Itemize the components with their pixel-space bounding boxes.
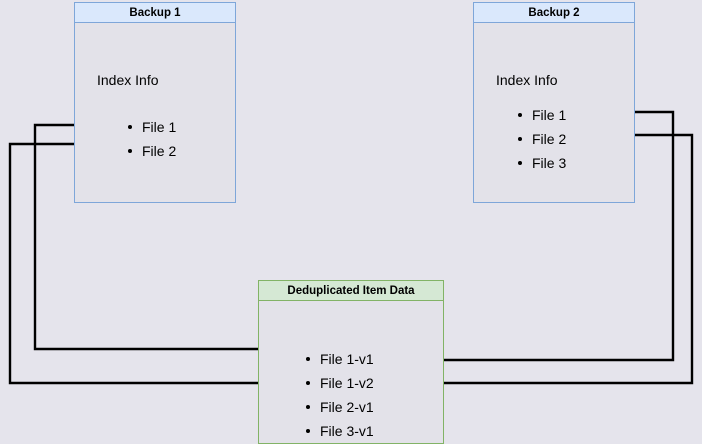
backup-1-file-item[interactable]: File 1 — [126, 115, 176, 139]
node-deduplicated-item-data-body: File 1-v1 File 1-v2 File 2-v1 File 3-v1 — [258, 301, 444, 444]
backup-1-file-list: File 1 File 2 — [126, 115, 176, 163]
node-deduplicated-item-data-header: Deduplicated Item Data — [258, 280, 444, 301]
node-backup-1[interactable]: Backup 1 Index Info File 1 File 2 — [74, 2, 236, 203]
node-backup-1-header: Backup 1 — [74, 2, 236, 23]
backup-2-index-info-label: Index Info — [496, 72, 558, 88]
node-backup-2-header: Backup 2 — [473, 2, 635, 23]
backup-2-file-item[interactable]: File 3 — [516, 151, 566, 175]
backup-2-file-item[interactable]: File 1 — [516, 103, 566, 127]
node-deduplicated-item-data[interactable]: Deduplicated Item Data File 1-v1 File 1-… — [258, 280, 444, 444]
backup-2-file-list: File 1 File 2 File 3 — [516, 103, 566, 175]
dedup-item[interactable]: File 1-v2 — [304, 371, 374, 395]
dedup-item[interactable]: File 3-v1 — [304, 419, 374, 443]
node-backup-2-body: Index Info File 1 File 2 File 3 — [473, 23, 635, 203]
node-backup-2[interactable]: Backup 2 Index Info File 1 File 2 File 3 — [473, 2, 635, 203]
node-backup-1-body: Index Info File 1 File 2 — [74, 23, 236, 203]
backup-2-file-item[interactable]: File 2 — [516, 127, 566, 151]
dedup-item[interactable]: File 2-v1 — [304, 395, 374, 419]
backup-1-file-item[interactable]: File 2 — [126, 139, 176, 163]
dedup-item-list: File 1-v1 File 1-v2 File 2-v1 File 3-v1 — [304, 347, 374, 443]
backup-1-index-info-label: Index Info — [97, 72, 159, 88]
dedup-item[interactable]: File 1-v1 — [304, 347, 374, 371]
